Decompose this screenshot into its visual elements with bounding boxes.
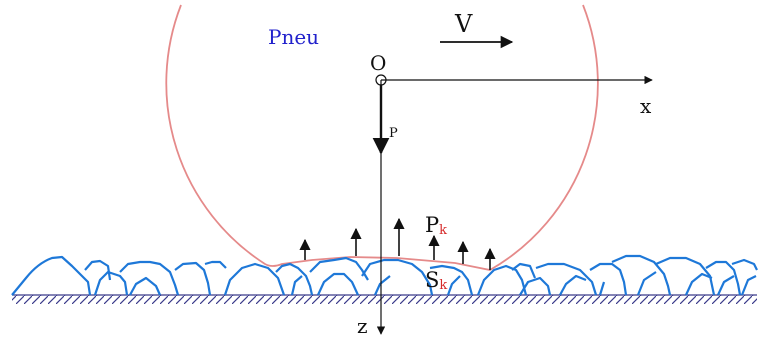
origin-label: O [370,51,386,75]
road-stones [11,254,758,296]
velocity-label: V [454,10,473,38]
contact-area-symbol: S [425,268,439,292]
load-label: P [389,126,398,141]
contact-force-symbol: P [425,213,439,237]
ground-hatch [12,295,757,304]
tire-label: Pneu [268,25,319,49]
x-axis-label: x [640,94,652,118]
contact-force-subscript: k [439,223,447,238]
contact-force-label: Pk [425,213,447,238]
tire-outline [165,4,599,271]
contact-force-arrows [299,217,496,270]
z-axis-label: z [357,314,368,338]
contact-area-label: Sk [425,268,447,293]
contact-area-subscript: k [439,278,447,293]
